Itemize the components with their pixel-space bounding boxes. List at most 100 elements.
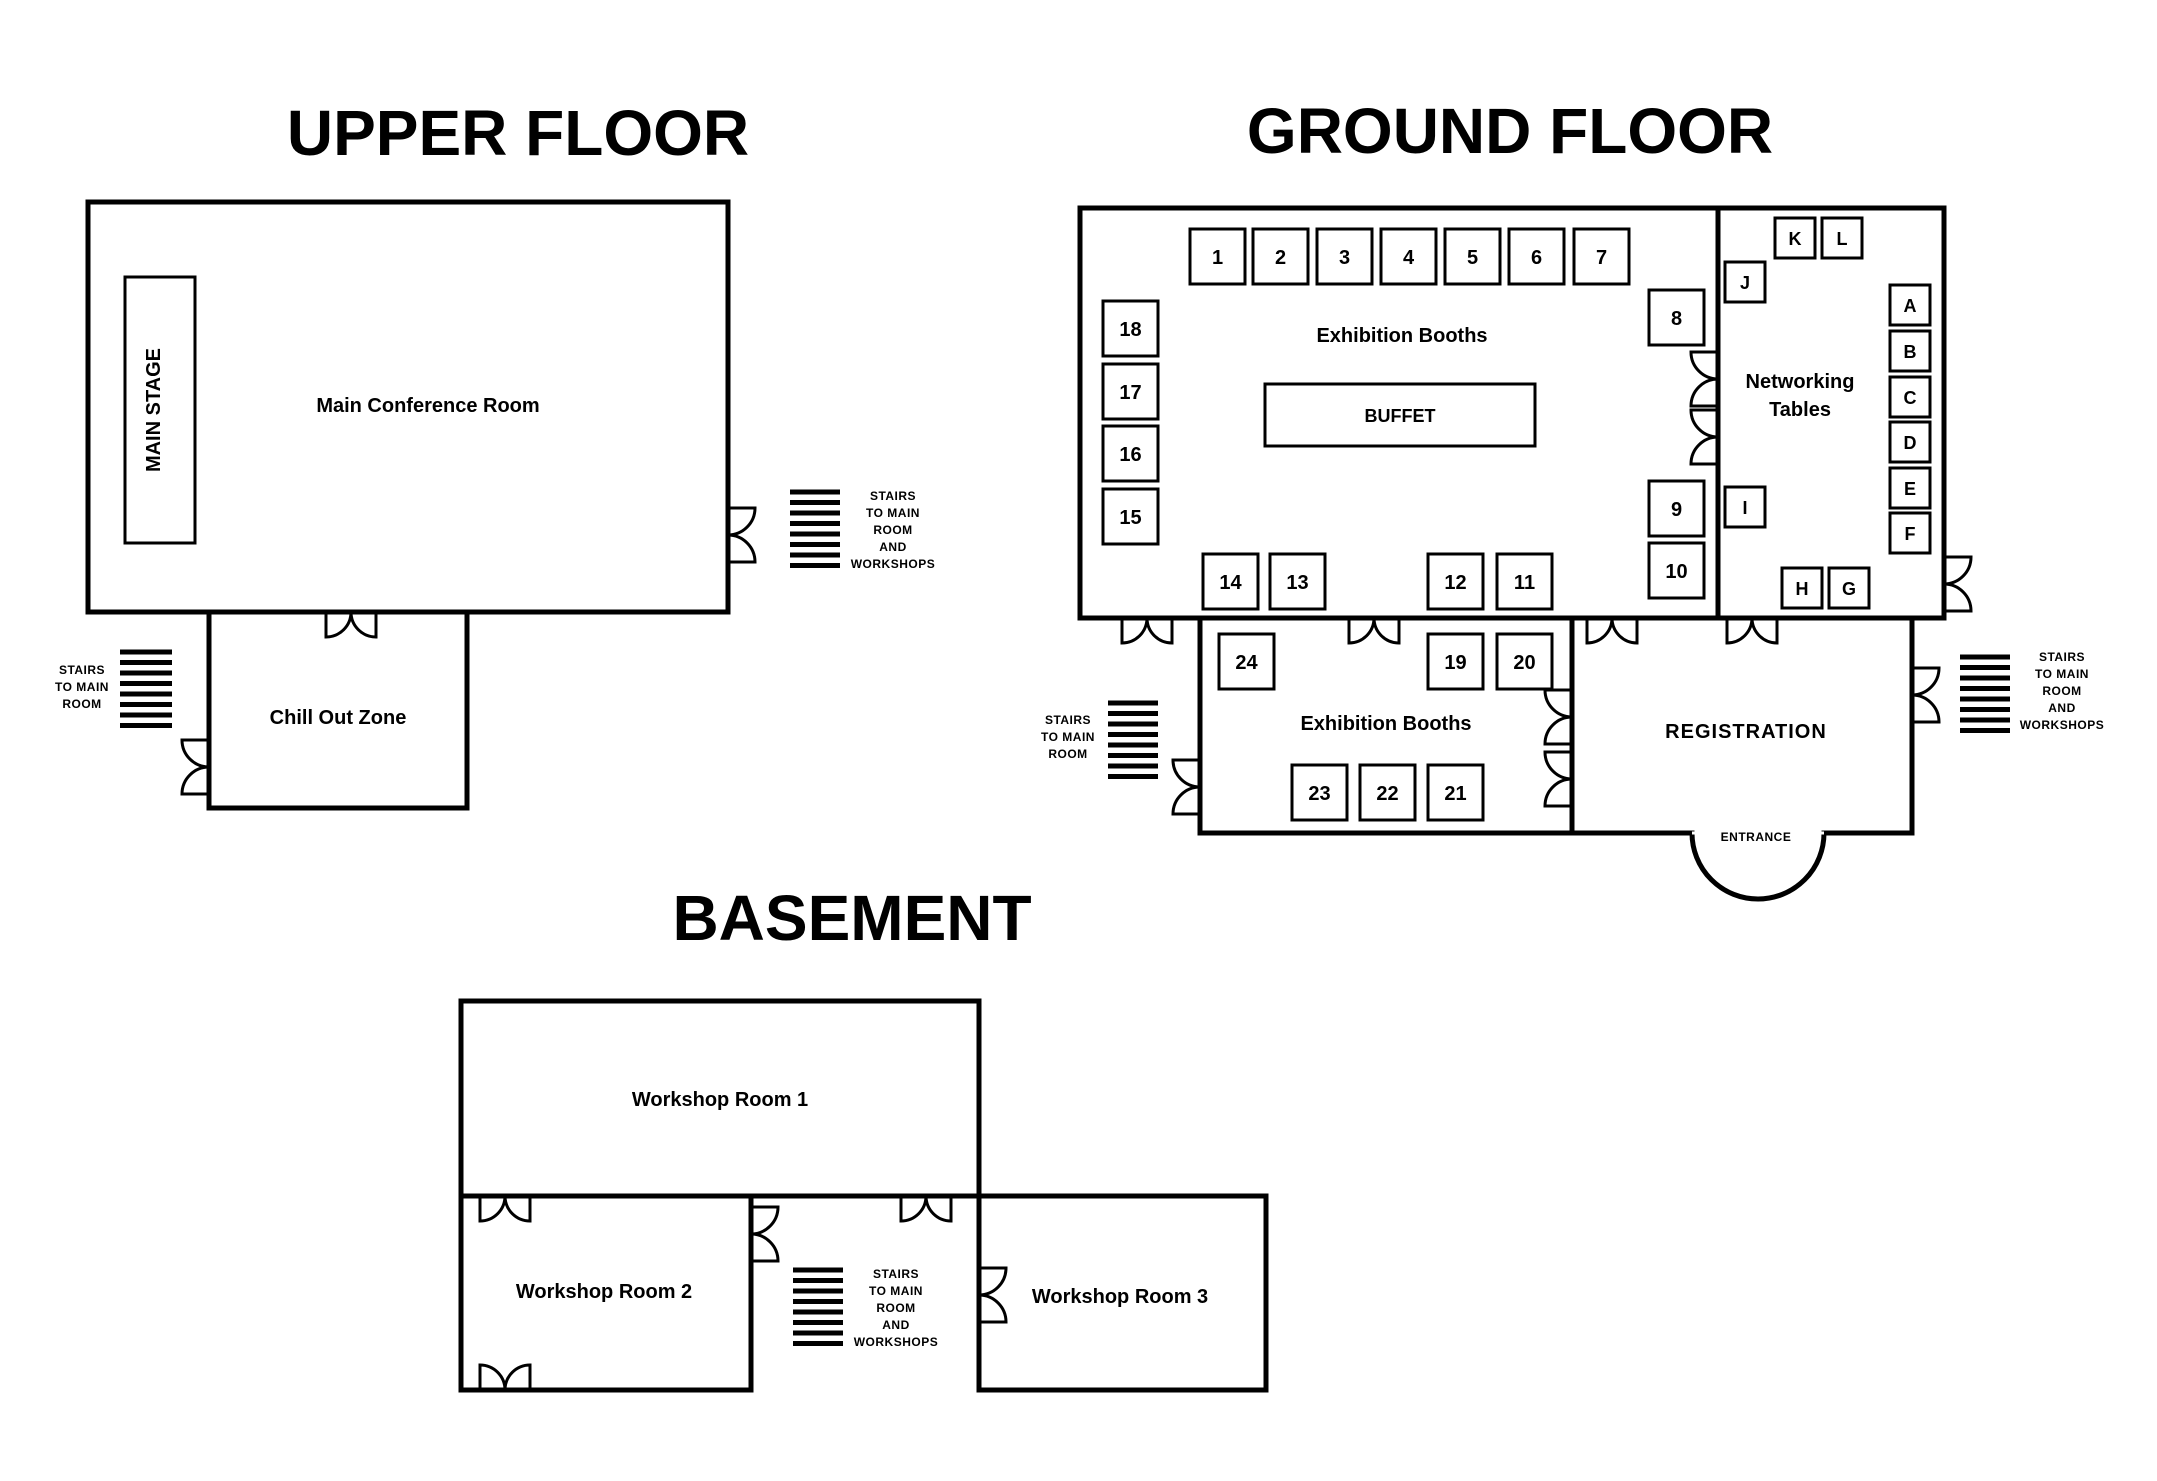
- networking-table-H: [1780, 566, 1824, 610]
- networking-table-D: [1888, 420, 1932, 464]
- booth-label-4: 4: [1403, 247, 1415, 269]
- booth-5: [1443, 227, 1502, 286]
- booth-label-8: 8: [1671, 308, 1682, 330]
- stairs-ground-right-label-line3: ROOM: [2042, 684, 2081, 698]
- booth-21: [1426, 763, 1485, 822]
- stairs-group: [120, 489, 2010, 1346]
- booth-label-5: 5: [1467, 247, 1478, 269]
- stairs-basement: [793, 1267, 843, 1346]
- entrance-label: ENTRANCE: [1721, 830, 1792, 844]
- workshop-room-3-label: Workshop Room 3: [1032, 1286, 1208, 1308]
- exhibition-booths-lower-label: Exhibition Booths: [1300, 713, 1471, 735]
- booth-label-1: 1: [1212, 247, 1223, 269]
- networking-table-A: [1888, 283, 1932, 327]
- workshop-room-2-label: Workshop Room 2: [516, 1281, 692, 1303]
- booth-label-13: 13: [1286, 572, 1308, 594]
- booth-23: [1290, 763, 1349, 822]
- networking-table-label-H: H: [1796, 579, 1809, 599]
- stairs-upper-left-label-line3: ROOM: [62, 697, 101, 711]
- door-workshop-2-top: [478, 1195, 532, 1223]
- booth-2: [1251, 227, 1310, 286]
- stairs-basement-label-line4: AND: [882, 1318, 910, 1332]
- stairs-ground-left: [1108, 700, 1158, 779]
- stairs-ground-right-label-line4: AND: [2048, 701, 2076, 715]
- booth-label-7: 7: [1596, 247, 1607, 269]
- door-workshop-1-corridor: [899, 1195, 953, 1223]
- stairs-ground-left-label-line2: TO MAIN: [1041, 730, 1095, 744]
- booth-label-23: 23: [1308, 783, 1330, 805]
- workshop-room-1-label: Workshop Room 1: [632, 1089, 808, 1111]
- booth-7: [1572, 227, 1631, 286]
- booth-label-10: 10: [1665, 561, 1687, 583]
- door-networking-east: [1943, 555, 1973, 613]
- stairs-basement-label-line2: TO MAIN: [869, 1284, 923, 1298]
- networking-table-G: [1827, 566, 1871, 610]
- stairs-ground-right-label-line5: WORKSHOPS: [2020, 718, 2105, 732]
- stairs-upper-right: [790, 489, 840, 568]
- networking-table-J: [1723, 260, 1767, 304]
- exhibition-booths-label: Exhibition Booths: [1316, 325, 1487, 347]
- door-registration-top-left: [1585, 617, 1639, 645]
- booth-label-2: 2: [1275, 247, 1286, 269]
- booth-label-16: 16: [1119, 444, 1141, 466]
- networking-table-label-I: I: [1742, 498, 1747, 518]
- booth-label-15: 15: [1119, 507, 1141, 529]
- upper-floor-title: UPPER FLOOR: [287, 97, 749, 169]
- door-exhibition-lower-top: [1347, 617, 1401, 645]
- registration-label: REGISTRATION: [1665, 721, 1827, 743]
- booth-1: [1188, 227, 1247, 286]
- networking-table-label-D: D: [1904, 433, 1917, 453]
- door-chill-out-west: [180, 738, 210, 796]
- booth-19: [1426, 632, 1485, 691]
- workshop-room-1: [458, 998, 982, 1199]
- networking-table-label-A: A: [1904, 296, 1917, 316]
- networking-label-line2: Tables: [1769, 399, 1831, 421]
- door-registration-west-upper: [1543, 688, 1573, 746]
- booth-13: [1268, 552, 1327, 611]
- door-workshop-2-bottom: [478, 1363, 532, 1391]
- booth-label-9: 9: [1671, 499, 1682, 521]
- main-stage-label: MAIN STAGE: [143, 348, 165, 472]
- door-registration-east: [1911, 666, 1941, 724]
- stairs-upper-right-label-line5: WORKSHOPS: [851, 557, 936, 571]
- networking-table-label-F: F: [1905, 524, 1916, 544]
- booth-16: [1101, 424, 1160, 483]
- networking-table-label-J: J: [1740, 273, 1750, 293]
- networking-table-label-G: G: [1842, 579, 1856, 599]
- registration-room: [1569, 615, 1915, 902]
- networking-table-label-K: K: [1789, 229, 1802, 249]
- booth-20: [1495, 632, 1554, 691]
- buffet-label: BUFFET: [1365, 406, 1436, 426]
- stairs-ground-right: [1960, 654, 2010, 733]
- door-networking-upper: [1689, 350, 1719, 408]
- booth-label-20: 20: [1513, 652, 1535, 674]
- booth-label-6: 6: [1531, 247, 1542, 269]
- booth-4: [1379, 227, 1438, 286]
- stairs-ground-left-label-line1: STAIRS: [1045, 713, 1091, 727]
- booth-label-24: 24: [1235, 652, 1258, 674]
- door-registration-west-lower: [1543, 750, 1573, 808]
- booth-label-21: 21: [1444, 783, 1466, 805]
- stairs-upper-left: [120, 649, 172, 728]
- door-corridor-west: [750, 1205, 780, 1263]
- booth-label-14: 14: [1219, 572, 1242, 594]
- booth-17: [1101, 362, 1160, 421]
- chill-out-zone-label: Chill Out Zone: [270, 707, 407, 729]
- booth-22: [1358, 763, 1417, 822]
- booth-14: [1201, 552, 1260, 611]
- networking-table-label-B: B: [1904, 342, 1917, 362]
- door-registration-top-right: [1725, 617, 1779, 645]
- networking-table-I: [1723, 485, 1767, 529]
- workshop-room-2: [458, 1193, 754, 1393]
- networking-table-label-C: C: [1904, 388, 1917, 408]
- booth-label-12: 12: [1444, 572, 1466, 594]
- booth-10: [1647, 541, 1706, 600]
- networking-table-E: [1888, 466, 1932, 510]
- stairs-ground-left-label-line3: ROOM: [1048, 747, 1087, 761]
- stairs-ground-right-label-line1: STAIRS: [2039, 650, 2085, 664]
- booth-label-22: 22: [1376, 783, 1398, 805]
- booth-11: [1495, 552, 1554, 611]
